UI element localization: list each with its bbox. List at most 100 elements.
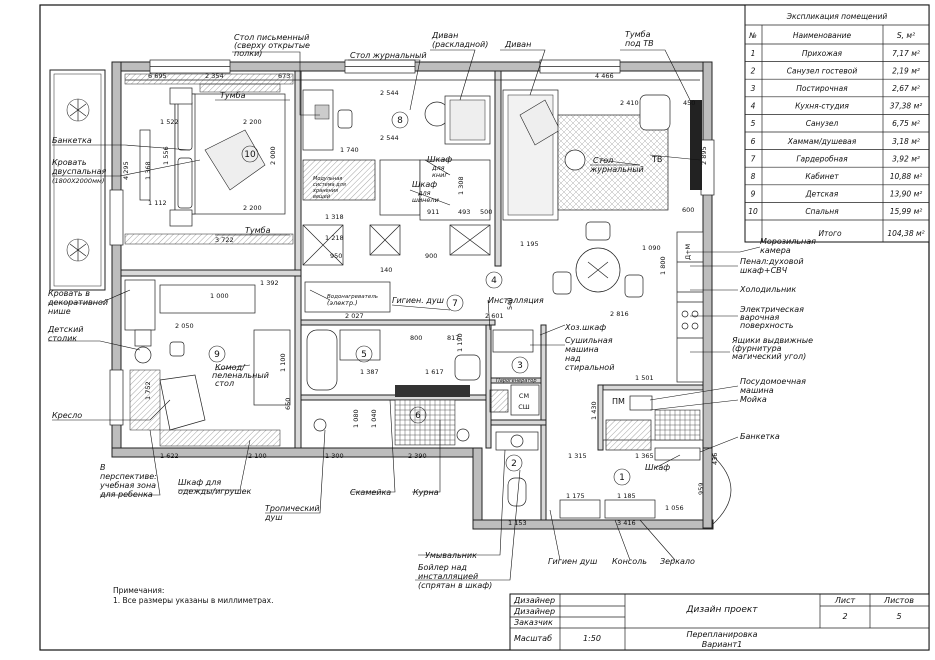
dim-1501: 1 501 <box>635 374 654 382</box>
room-4-number: 4 <box>491 276 497 286</box>
explication-row-area: 3,18 м² <box>892 137 920 146</box>
dim-493: 493 <box>458 208 470 216</box>
label-banquette-left: Банкетка <box>52 136 92 145</box>
dim-1430: 1 430 <box>590 401 598 420</box>
dim-1622: 1 622 <box>160 452 179 460</box>
callouts: Стол письменный (сверху открытые полки) … <box>47 30 816 590</box>
dim-900: 900 <box>425 252 437 260</box>
explication-row-name: Санузел гостевой <box>787 66 858 75</box>
explication-row-area: 2,67 м² <box>892 84 920 93</box>
label-nightstand-top: Тумба <box>220 91 246 100</box>
dim-436: 436 <box>711 453 719 465</box>
label-installation: Инсталляция <box>488 296 544 305</box>
designer-label-2: Дизайнер <box>513 607 555 616</box>
label-sink: Мойка <box>740 395 767 404</box>
label-dishwasher-1: Посудомоечная <box>740 377 806 386</box>
label-dishwasher-2: машина <box>740 386 774 395</box>
dim-2390: 2 390 <box>408 452 427 460</box>
dim-1190: 1 190 <box>456 333 464 352</box>
room-10-number: 10 <box>244 150 256 160</box>
label-bed-1: Кровать <box>52 158 87 167</box>
label-coffee-table-1: Стол <box>593 156 613 165</box>
label-tv-stand-2: под ТВ <box>625 39 654 48</box>
explication-row-number: 9 <box>751 190 756 199</box>
label-kids-table-2: столик <box>48 334 77 343</box>
room-6-number: 6 <box>415 411 421 421</box>
dim-1195: 1 195 <box>520 240 539 248</box>
label-coat-2: для <box>417 189 431 197</box>
sheet-subject-2: Вариант1 <box>702 640 743 649</box>
dim-1522: 1 522 <box>160 118 179 126</box>
explication-col-area: S, м² <box>897 31 915 40</box>
label-sofa: Диван <box>504 40 531 49</box>
dim-1080: 1 080 <box>352 409 360 428</box>
label-chest-2: пеленальный <box>212 371 269 380</box>
label-steam: Парогенератор <box>496 378 537 384</box>
label-hyg-shower-bottom: Гигиен душ <box>548 557 598 566</box>
dim-1040: 1 040 <box>370 409 378 428</box>
dim-1800: 1 800 <box>659 256 667 275</box>
label-bookcase-1: Шкаф <box>427 155 452 164</box>
dim-1365: 1 365 <box>635 452 654 460</box>
explication-row-area: 10,88 м² <box>890 172 923 181</box>
dim-1308: 1 308 <box>457 176 465 195</box>
dim-1153: 1 153 <box>508 519 527 527</box>
label-dryer-3: над <box>565 354 581 363</box>
dim-2027: 2 027 <box>345 312 364 320</box>
dim-2200b: 2 200 <box>243 204 262 212</box>
leaders <box>48 49 761 581</box>
scale-label: Масштаб <box>514 634 552 643</box>
room-7-number: 7 <box>452 299 458 309</box>
dim-1185: 1 185 <box>617 492 636 500</box>
sheet-subject-1: Перепланировка <box>686 630 757 639</box>
explication-row-area: 13,90 м² <box>890 190 923 199</box>
explication-row-name: Гардеробная <box>796 154 848 163</box>
project-title: Дизайн проект <box>685 605 758 615</box>
dim-2050: 2 050 <box>175 322 194 330</box>
room-1-number: 1 <box>619 473 625 483</box>
notes-line: 1. Все размеры указаны в миллиметрах. <box>113 596 273 605</box>
explication-table: Экспликация помещений № Наименование S, … <box>744 4 930 243</box>
dim-1556: 1 556 <box>162 146 170 165</box>
label-cabinet-shk: Шкаф <box>645 463 670 472</box>
label-drawers-2: (фурнитура <box>732 344 782 353</box>
explication-row-name: Детская <box>805 190 839 199</box>
dim-500: 500 <box>480 208 492 216</box>
explication-row-area: 3,92 м² <box>892 154 920 163</box>
dim-1112: 1 112 <box>148 199 167 207</box>
label-bookcase-2: для <box>431 164 445 172</box>
title-block: Дизайнер Дизайнер Заказчик Масштаб 1:50 … <box>509 593 930 651</box>
explication-row-number: 2 <box>751 66 756 75</box>
label-chest-1: Комод/ <box>215 363 246 372</box>
label-wardrobe-kids-1: Шкаф для <box>178 478 221 487</box>
dim-1300: 1 300 <box>325 452 344 460</box>
label-modular-3: хранения <box>312 188 338 194</box>
label-pencil-2: шкаф+СВЧ <box>740 266 788 275</box>
label-boiler-1: Бойлер над <box>418 563 467 572</box>
living-kitchen: 4 <box>485 89 704 451</box>
dim-650: 650 <box>284 398 292 410</box>
scale-value: 1:50 <box>583 634 601 643</box>
dim-1218: 1 218 <box>325 234 344 242</box>
dim-600: 600 <box>682 206 694 214</box>
dim-1100: 1 100 <box>279 353 287 372</box>
label-sofa-bed-1: Диван <box>431 31 458 40</box>
dim-1175: 1 175 <box>566 492 585 500</box>
label-perspective-1: В <box>100 463 106 472</box>
dim-950: 950 <box>330 252 342 260</box>
explication-row-area: 37,38 м² <box>890 102 923 111</box>
customer-label: Заказчик <box>514 618 553 627</box>
dim-140: 140 <box>380 266 392 274</box>
dim-6695: 6 695 <box>148 72 167 80</box>
label-desk-3: полки) <box>234 49 262 58</box>
dim-800: 800 <box>410 334 422 342</box>
dim-2200a: 2 200 <box>243 118 262 126</box>
laundry-sm: СМ <box>519 392 529 400</box>
room-8-number: 8 <box>397 116 403 126</box>
label-modular-1: Модульная <box>313 176 342 182</box>
label-freezer-2: камера <box>760 246 791 255</box>
label-bed-niche-1: Кровать в <box>48 289 90 298</box>
dim-1752: 1 752 <box>144 381 152 400</box>
study: 8 <box>302 89 491 266</box>
